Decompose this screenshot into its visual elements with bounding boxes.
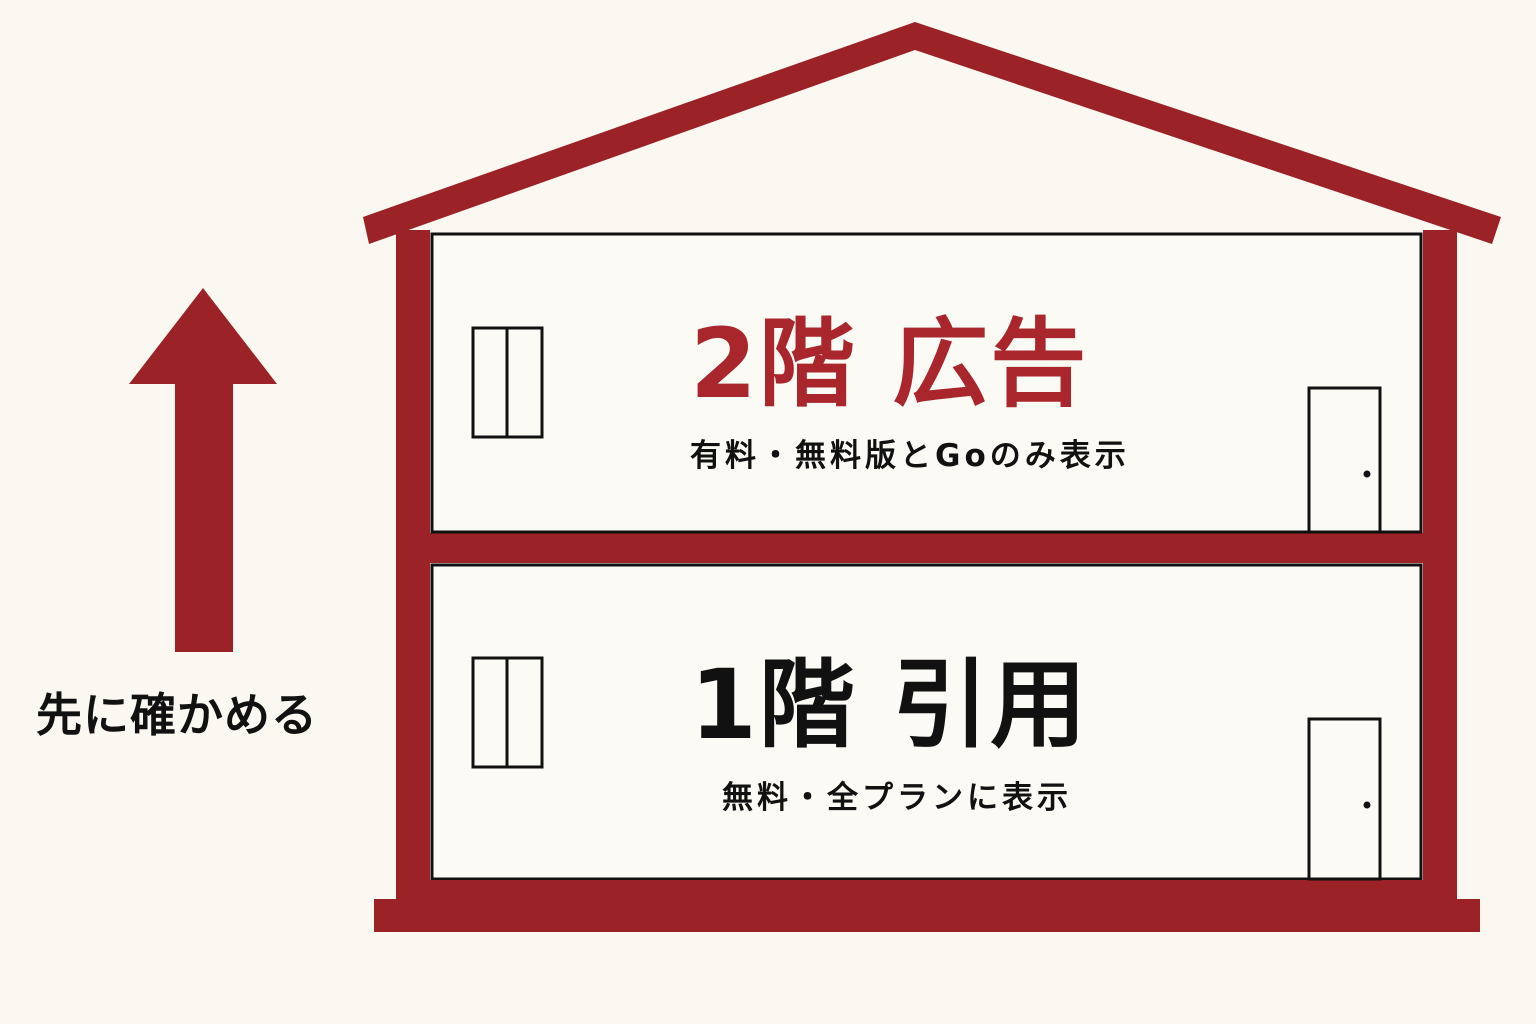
- lower-window-icon: [471, 656, 544, 769]
- arrow-caption: 先に確かめる: [36, 688, 318, 742]
- lower-room: [430, 563, 1423, 881]
- floor-slab: [430, 533, 1423, 563]
- house-foundation: [374, 899, 1480, 932]
- house-wall-left: [396, 230, 430, 900]
- upper-door-icon: [1307, 386, 1382, 534]
- lower-floor-subtitle: 無料・全プランに表示: [722, 780, 1072, 816]
- lower-room-floor: [430, 880, 1423, 900]
- roof: [363, 22, 1501, 244]
- lower-door-icon: [1307, 717, 1382, 881]
- lower-floor-title: 1階 引用: [690, 649, 1089, 761]
- upper-floor-subtitle: 有料・無料版とGoのみ表示: [690, 438, 1130, 474]
- up-arrow-icon: [129, 288, 277, 652]
- upper-room: [430, 232, 1423, 534]
- upper-floor-title: 2階 広告: [690, 308, 1089, 420]
- house-wall-right: [1423, 230, 1457, 900]
- upper-window-icon: [471, 326, 544, 439]
